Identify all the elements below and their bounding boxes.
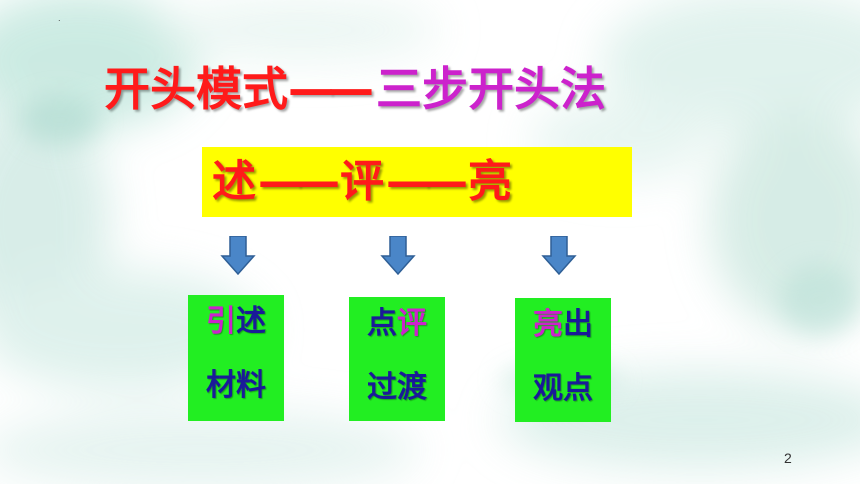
step-box-reveal-viewpoint: 亮出 观点: [515, 298, 611, 422]
box-char-highlight: 评: [397, 306, 427, 341]
step-box-cite-material: 引述 材料: [188, 295, 284, 421]
step-word-reveal: 亮: [468, 156, 512, 207]
step-box-line2: 材料: [206, 368, 266, 403]
box-char-highlight: 引: [206, 304, 236, 339]
step-box-comment-transition: 点评 过渡: [349, 297, 445, 421]
step-dash: ——: [258, 156, 340, 207]
down-arrow-icon: [220, 236, 256, 276]
step-box-line1: 亮出: [515, 310, 611, 340]
steps-banner-text: 述——评——亮: [212, 147, 512, 217]
step-box-line2: 观点: [533, 371, 593, 406]
corner-mark: .: [58, 14, 61, 23]
step-word-comment: 评: [340, 156, 384, 207]
box-char: 述: [236, 304, 266, 339]
box-char: 出: [563, 307, 593, 342]
down-arrow-icon: [380, 236, 416, 276]
slide-title: 开头模式——三步开头法: [104, 54, 606, 124]
down-arrow-icon: [541, 236, 577, 276]
step-dash: ——: [386, 156, 468, 207]
title-main: 开头模式: [104, 62, 288, 116]
step-box-line2: 过渡: [367, 370, 427, 405]
box-char-highlight: 亮: [533, 307, 563, 342]
title-dash: ——: [288, 62, 374, 116]
step-word-narrate: 述: [212, 156, 256, 207]
step-box-line1: 点评: [349, 309, 445, 339]
box-char: 点: [367, 306, 397, 341]
steps-banner: 述——评——亮: [202, 147, 632, 217]
step-box-line1: 引述: [188, 307, 284, 337]
title-subtitle: 三步开头法: [376, 62, 606, 116]
page-number: 2: [784, 450, 792, 466]
